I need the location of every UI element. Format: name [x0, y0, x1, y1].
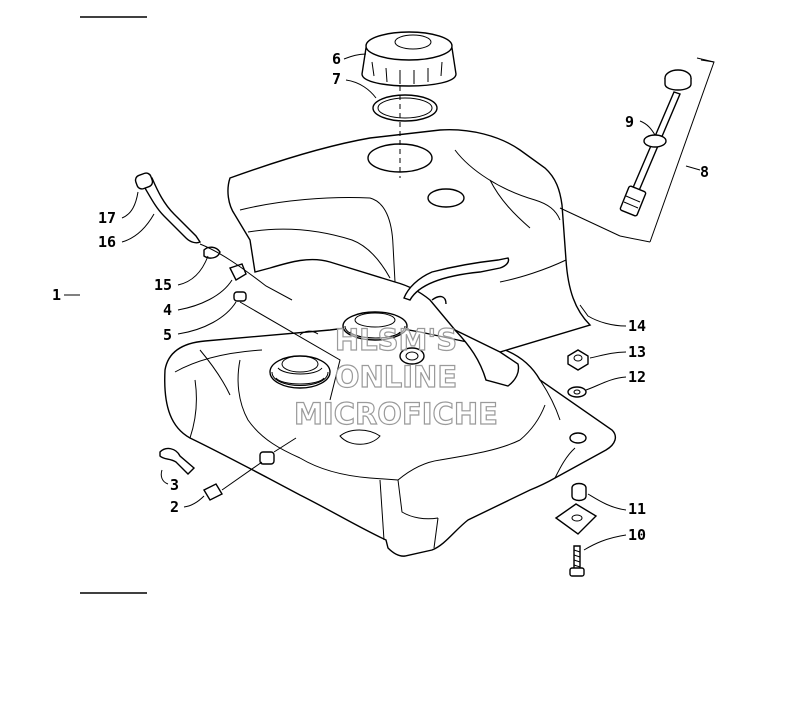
gauge-o-ring — [643, 134, 667, 148]
tank-shroud — [227, 128, 592, 353]
watermark: HLSM'S ONLINE MICROFICHE — [293, 322, 498, 431]
label-13: 13 — [628, 343, 646, 361]
fuel-cap — [361, 31, 457, 87]
cap-gasket — [372, 94, 438, 122]
label-10: 10 — [628, 526, 646, 544]
watermark-line-1: HLSM'S — [335, 323, 457, 357]
label-6: 6 — [332, 50, 341, 68]
label-9: 9 — [625, 113, 634, 131]
watermark-line-2: ONLINE — [335, 360, 457, 394]
label-16: 16 — [98, 233, 116, 251]
bolt-part-10 — [569, 545, 585, 577]
shroud-side-panel — [454, 329, 520, 387]
label-5: 5 — [163, 326, 172, 344]
label-7: 7 — [332, 70, 341, 88]
label-15: 15 — [154, 276, 172, 294]
label-1: 1 — [52, 286, 61, 304]
label-17: 17 — [98, 209, 116, 227]
label-2: 2 — [170, 498, 179, 516]
nut-part-13 — [567, 349, 589, 371]
label-14: 14 — [628, 317, 646, 335]
vent-hose — [134, 172, 341, 401]
watermark-line-3: MICROFICHE — [294, 397, 498, 431]
grommet-part-11 — [554, 482, 598, 535]
label-8: 8 — [700, 163, 709, 181]
fitting-part-2 — [203, 461, 263, 501]
washer-part-12 — [567, 386, 587, 398]
label-11: 11 — [628, 500, 646, 518]
label-3: 3 — [170, 476, 179, 494]
clamp-part-3 — [159, 447, 196, 475]
label-4: 4 — [163, 301, 172, 319]
label-12: 12 — [628, 368, 646, 386]
